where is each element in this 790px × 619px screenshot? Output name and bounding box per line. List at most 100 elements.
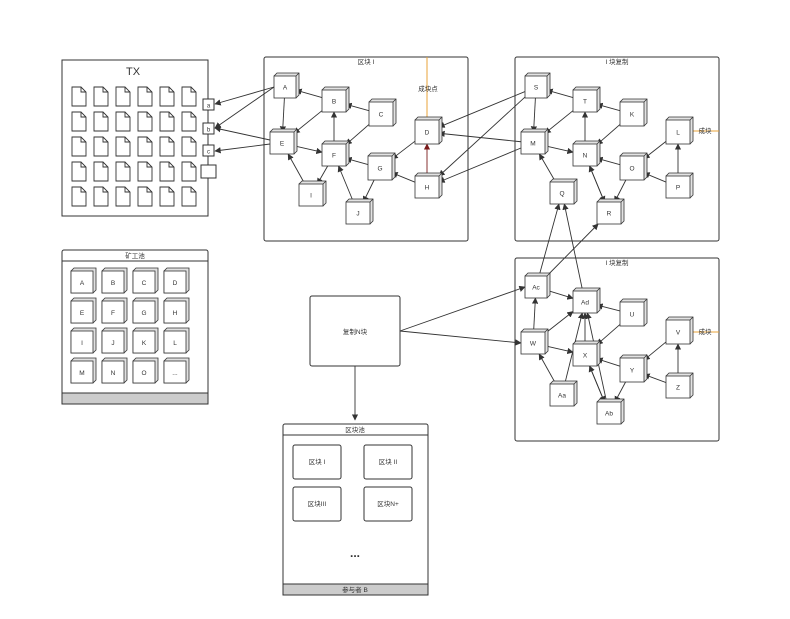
node-aa: Aa (549, 380, 578, 407)
edge-s-h (438, 96, 526, 177)
document-icon (137, 161, 153, 182)
node-label: X (583, 353, 588, 360)
edge-t-m (544, 110, 574, 134)
node-y: Y (619, 354, 648, 383)
replicate-box: 复制N块 (309, 295, 401, 367)
edge-ad-q (562, 203, 584, 292)
miner-box-label: M (79, 370, 84, 377)
document-icon (93, 161, 109, 182)
edge-u-ad (596, 303, 621, 312)
block-pool-item: 区块 II (379, 457, 398, 466)
node-label: Ab (605, 411, 613, 418)
block-pool-item: 区块III (308, 499, 327, 508)
edge-p-o (643, 172, 667, 183)
node-e: E (269, 128, 298, 155)
document-icon (93, 111, 109, 132)
node-q: Q (549, 178, 578, 205)
miner-box: G (132, 297, 159, 324)
node-a: A (273, 72, 300, 99)
document-icon (115, 86, 131, 107)
miner-box: B (101, 267, 128, 294)
miner-pool-title: 矿工池 (125, 251, 145, 260)
block-pool-ellipsis: ... (350, 546, 360, 560)
document-icon (137, 111, 153, 132)
node-label: M (530, 141, 535, 148)
document-icon (181, 161, 197, 182)
node-l: L (665, 116, 694, 145)
node-label: U (630, 312, 635, 319)
edge-c-b (345, 102, 370, 112)
node-label: H (425, 185, 430, 192)
edge-y-x (596, 357, 621, 367)
tx-panel: TX a b c (61, 59, 217, 217)
document-icon (159, 136, 175, 157)
document-icon (137, 186, 153, 207)
miner-box: H (163, 297, 190, 324)
node-k: K (619, 98, 648, 127)
node-label: Ac (532, 285, 540, 292)
document-icon (115, 111, 131, 132)
block1-title: 区块 I (358, 57, 375, 66)
edge-z-y (643, 373, 667, 383)
edge-a-tx-a (214, 86, 275, 106)
node-ab: Ab (596, 398, 625, 425)
miner-box: K (132, 327, 159, 354)
edge-s-d (438, 91, 526, 128)
miner-box: O (132, 357, 159, 384)
tx-slot-label: a (207, 104, 211, 110)
document-icon (137, 136, 153, 157)
node-w: W (520, 328, 549, 355)
document-icon (93, 186, 109, 207)
node-g: G (367, 152, 396, 181)
edge-o-n (596, 156, 621, 166)
tx-slot-a: a (202, 98, 215, 111)
edge-b-e (293, 110, 323, 134)
edge-e-tx-b (214, 126, 271, 141)
block-pool-footer: 参与者 B (342, 585, 368, 594)
block-pool-item: 区块 I (309, 457, 326, 466)
miner-box-label: H (173, 310, 178, 317)
document-icon (71, 86, 87, 107)
document-icon (159, 161, 175, 182)
document-icon (159, 86, 175, 107)
node-p: P (665, 172, 694, 199)
document-icon (93, 136, 109, 157)
edge-m-d (438, 130, 522, 143)
node-label: E (280, 141, 285, 148)
miner-box-label: ... (172, 370, 178, 377)
miner-box-label: O (141, 370, 146, 377)
block-pool-panel: 区块池 区块 I 区块 II 区块III 区块N+ ... 参与者 B (282, 423, 429, 596)
node-m: M (520, 128, 549, 155)
node-label: J (356, 211, 359, 218)
node-u: U (619, 298, 648, 327)
edge-s-m (530, 97, 538, 133)
edge-c-f (345, 124, 370, 145)
document-icon (71, 161, 87, 182)
node-f: F (321, 140, 350, 167)
tx-slot-b: b (202, 122, 215, 135)
miner-box-label: F (111, 310, 115, 317)
node-label: C (379, 112, 384, 119)
miner-box: ... (163, 357, 190, 384)
miner-box-label: J (111, 340, 114, 347)
node-n: N (572, 140, 601, 167)
node-label: N (583, 153, 588, 160)
edge-q-m (538, 153, 557, 183)
node-ad: Ad (572, 287, 601, 314)
miner-box: E (70, 297, 97, 324)
document-icon (93, 86, 109, 107)
edge-aa-w (538, 353, 557, 385)
edge-g-f (345, 156, 369, 166)
edge-k-t (596, 102, 621, 112)
node-label: Q (559, 191, 564, 198)
node-label: Y (630, 368, 635, 375)
document-icon (181, 136, 197, 157)
node-label: B (332, 99, 336, 106)
edges (214, 86, 682, 421)
miner-box: N (101, 357, 128, 384)
node-j: J (345, 198, 374, 225)
edge-m-h (438, 147, 522, 183)
miner-box-label: N (111, 370, 116, 377)
miner-box-label: C (142, 280, 147, 287)
